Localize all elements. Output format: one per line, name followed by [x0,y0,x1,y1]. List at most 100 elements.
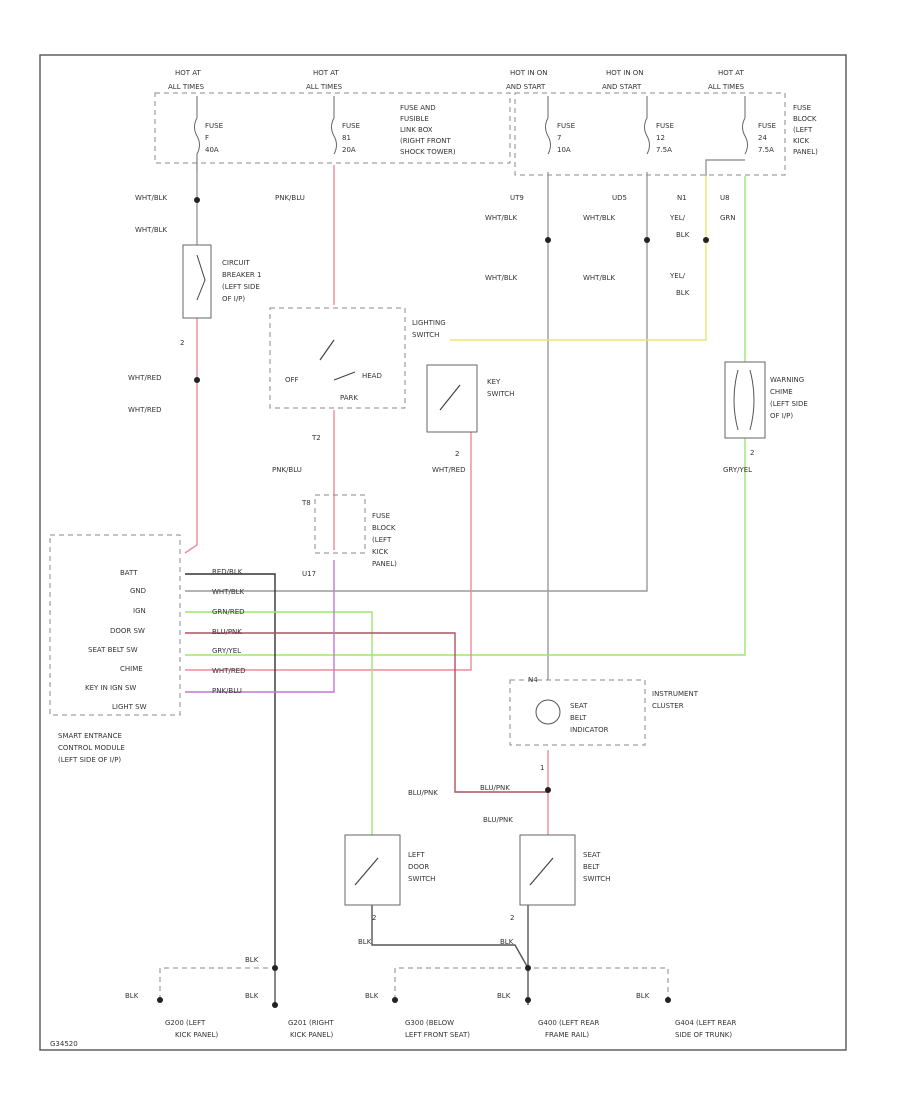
connector-ut9: UT9 [510,194,524,202]
ground-g400-l1: G400 (LEFT REAR [538,1019,600,1027]
wire-label-blk-2: BLK [500,938,514,946]
diagram-frame [39,54,847,1051]
seat-belt-indicator-l2: BELT [570,714,587,722]
fuse-5-l1: FUSE [758,122,776,130]
ground-rail-left [159,967,275,1000]
wire-red-blk-batt [185,573,276,968]
module-wire-color-1: RED/BLK [212,568,243,576]
ground-blk-6: BLK [636,992,650,1000]
ground-g200-l2: KICK PANEL) [175,1031,218,1039]
module-pin-ign: IGN [133,607,146,615]
ground-locations: G200 (LEFT KICK PANEL) G201 (RIGHT KICK … [165,1019,737,1039]
fuse-2-l2: 81 [342,134,351,142]
fuse-3-l2: 7 [557,134,561,142]
pin-1-cluster: 1 [540,764,544,772]
fuse-box-label-l3: LINK BOX [400,126,433,134]
wire-label-pnk-blu-2: PNK/BLU [272,466,302,474]
wire-label-yel-blk-1a: YEL/ [669,214,686,222]
key-switch-blade [439,384,461,411]
lighting-switch-off: OFF [285,376,299,384]
module-pin-gnd: GND [130,587,146,595]
lighting-switch-blade [319,339,356,381]
wire-label-wht-blk-5: WHT/BLK [485,274,518,282]
circuit-breaker-l3: (LEFT SIDE [222,283,260,291]
fuse-block-2-outline [314,494,366,554]
connector-n4: N4 [528,676,538,684]
fuse-box-label-l2: FUSIBLE [400,115,429,123]
lighting-switch-outline [269,307,406,409]
warning-chime-l3: (LEFT SIDE [770,400,808,408]
connector-t2: T2 [311,434,321,442]
ground-g201-l2: KICK PANEL) [290,1031,333,1039]
ground-g404-l1: G404 (LEFT REAR [675,1019,737,1027]
lighting-switch-head: HEAD [362,372,382,380]
ground-blk-4: BLK [365,992,379,1000]
left-door-switch-l2: DOOR [408,863,429,871]
ground-rail-right [394,967,669,1000]
wire-label-grn: GRN [720,214,736,222]
fuse-block-2-l2: BLOCK [372,524,396,532]
fuse-header-3-l2: AND START [506,83,546,91]
instrument-cluster-l2: CLUSTER [652,702,684,710]
wire-grn-red-ign [185,611,373,835]
circuit-breaker-symbol [182,244,212,319]
wire-yel-blk [450,176,707,341]
module-wire-color-2: WHT/BLK [212,588,245,596]
fuse-block-label-l4: KICK [793,137,810,145]
wire-blu-pnk-door [185,632,548,793]
pin-2-door: 2 [372,914,376,922]
control-module-l1: SMART ENTRANCE [58,732,122,740]
wire-label-blu-pnk-3: BLU/PNK [483,816,513,824]
fuse-2-l3: 20A [342,146,356,154]
control-module-outline [49,534,181,716]
module-wire-color-6: WHT/RED [212,667,246,675]
warning-chime-l4: OF I/P) [770,412,793,420]
wire-label-pnk-blu-1: PNK/BLU [275,194,305,202]
footer-code: G34520 [50,1040,78,1048]
seat-belt-indicator-l3: INDICATOR [570,726,609,734]
wire-label-blk-1: BLK [358,938,372,946]
module-wire-color-4: BLU/PNK [212,628,242,636]
left-door-switch-l1: LEFT [408,851,425,859]
control-module-wire-colors: RED/BLK WHT/BLK GRN/RED BLU/PNK GRY/YEL … [212,568,246,695]
fuse-header-5-l1: HOT AT [718,69,745,77]
seat-belt-switch-l1: SEAT [583,851,601,859]
ground-g300-l1: G300 (BELOW [405,1019,454,1027]
circuit-breaker-contact [196,254,206,301]
ground-blk-5: BLK [497,992,511,1000]
fuse-box-label-l5: SHOCK TOWER) [400,148,456,156]
wire-label-wht-blk-2: WHT/BLK [135,226,168,234]
fuse-header-2-l2: ALL TIMES [306,83,343,91]
lighting-switch-l1: LIGHTING [412,319,446,327]
wire-fuse-block-jumper [705,159,745,176]
lighting-switch-l2: SWITCH [412,331,439,339]
fuse-block-outline [514,92,786,176]
module-pin-light-sw: LIGHT SW [112,703,147,711]
fuse-1-l3: 40A [205,146,219,154]
fuse-2-l1: FUSE [342,122,360,130]
wire-wht-red-col1 [184,318,198,554]
fuse-box-label-l4: (RIGHT FRONT [400,137,451,145]
connector-n1: N1 [677,194,687,202]
module-wire-color-7: PNK/BLU [212,687,242,695]
fuse-block-label-l1: FUSE [793,104,811,112]
seat-belt-switch-l2: BELT [583,863,600,871]
wire-wht-red-key [185,432,472,671]
fuse-block-2-l1: FUSE [372,512,390,520]
fuse-box-label-l1: FUSE AND [400,104,436,112]
pin-2-seatbelt: 2 [510,914,514,922]
fuse-header-1-l2: ALL TIMES [168,83,205,91]
wire-label-yel-blk-1b: BLK [676,231,690,239]
module-pin-chime: CHIME [120,665,143,673]
control-module-l2: CONTROL MODULE [58,744,125,752]
module-pin-seat-belt-sw: SEAT BELT SW [88,646,138,654]
fuse-4-l1: FUSE [656,122,674,130]
fuse-block-2-l4: KICK [372,548,389,556]
ground-blk-1: BLK [245,956,259,964]
fuse-5-l2: 24 [758,134,767,142]
ground-g400-l2: FRAME RAIL) [545,1031,589,1039]
fuse-header-4-l2: AND START [602,83,642,91]
fuse-3-l1: FUSE [557,122,575,130]
fuse-1-l2: F [205,134,209,142]
